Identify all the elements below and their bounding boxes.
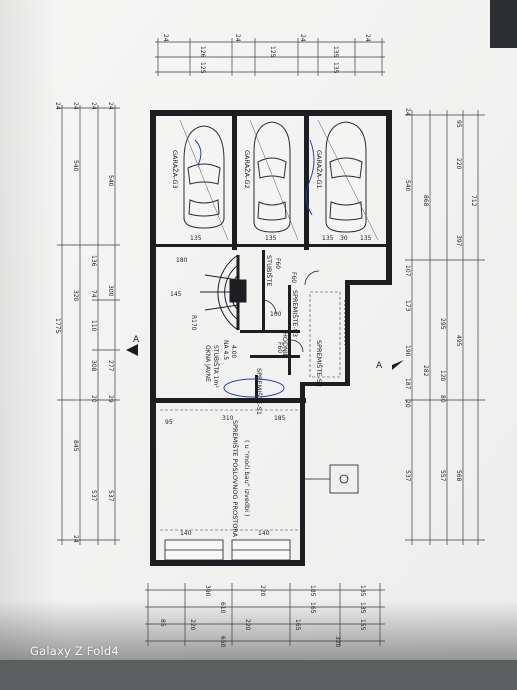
right-dimension-lines xyxy=(405,110,485,545)
corner-stamp xyxy=(490,0,517,48)
pen-annotations xyxy=(194,139,315,398)
car-icon xyxy=(325,121,367,233)
garage-markings xyxy=(179,119,379,241)
car-icon xyxy=(253,121,291,233)
bottom-dimension-lines xyxy=(145,583,385,646)
car-icon xyxy=(183,125,225,229)
page-shadow xyxy=(0,0,60,690)
dashed-outlines xyxy=(160,291,341,531)
bottom-windows xyxy=(164,539,291,561)
top-dimension-lines xyxy=(155,38,385,76)
section-arrow-left xyxy=(126,344,138,356)
table-edge xyxy=(0,660,517,690)
spiral-stair xyxy=(200,254,247,331)
car-icons xyxy=(183,121,367,233)
garage-walls xyxy=(156,110,389,250)
interior-walls xyxy=(156,250,306,403)
outer-walls xyxy=(150,110,392,566)
left-dimension-lines xyxy=(57,105,120,545)
section-markers xyxy=(126,344,404,370)
door-swings xyxy=(261,270,346,353)
light-shaft xyxy=(305,464,359,494)
section-arrow-right xyxy=(392,360,404,370)
